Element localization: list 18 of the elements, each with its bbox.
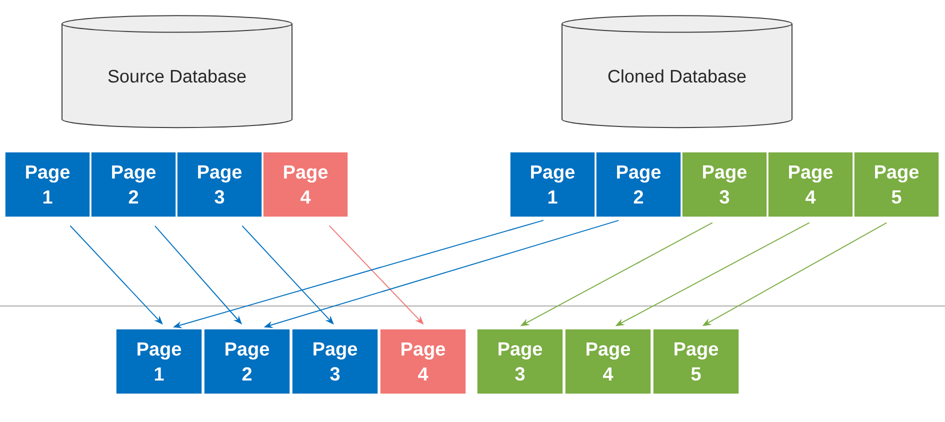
page-block: Page 1 (116, 328, 202, 394)
page-block: Page 5 (854, 152, 940, 218)
page-block: Page 4 (768, 152, 854, 218)
page-block: Page 4 (380, 328, 466, 394)
page-block: Page 3 (176, 152, 262, 218)
page-block: Page 4 (262, 152, 348, 218)
page-block: Page 2 (596, 152, 682, 218)
page-block: Page 1 (4, 152, 90, 218)
page-block: Page 3 (682, 152, 768, 218)
page-block: Page 2 (90, 152, 176, 218)
page-block: Page 3 (292, 328, 378, 394)
database-cylinder: Cloned Database (562, 15, 792, 128)
page-block: Page 5 (652, 328, 740, 394)
page-block: Page 2 (204, 328, 290, 394)
page-block: Page 4 (564, 328, 652, 394)
page-block: Page 3 (476, 328, 564, 394)
page-block: Page 1 (510, 152, 596, 218)
database-cylinder: Source Database (62, 15, 292, 128)
